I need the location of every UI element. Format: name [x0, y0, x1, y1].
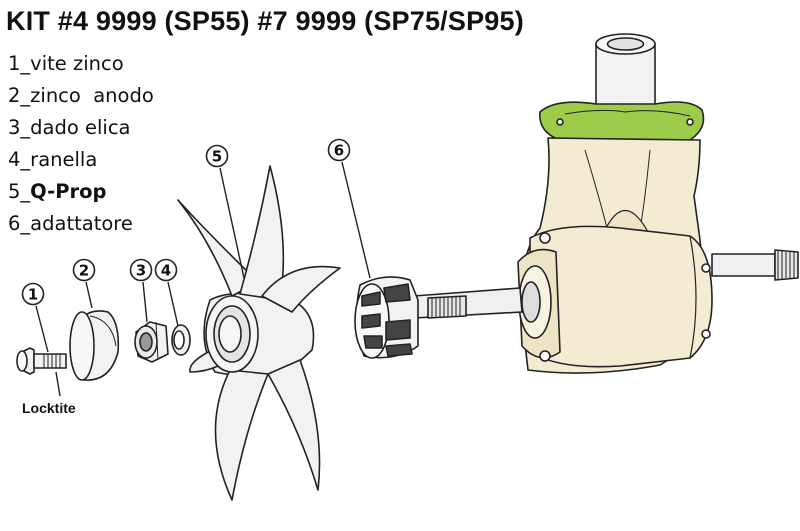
svg-text:4: 4: [161, 262, 171, 280]
leader-lines: [35, 161, 371, 397]
zinc-anode-part: [69, 310, 120, 381]
callout-5: 5: [205, 144, 229, 168]
svg-text:1: 1: [28, 286, 38, 304]
zinc-screw-part: [16, 347, 67, 375]
legend-item-4: 4_ranella: [8, 148, 98, 171]
adapter-part: [354, 276, 419, 359]
prop-nut-part: [134, 321, 169, 363]
washer-part: [171, 324, 191, 356]
callout-4: 4: [154, 258, 178, 282]
legend-item-6: 6_adattatore: [8, 212, 133, 235]
svg-text:6: 6: [334, 142, 344, 160]
legend-item-2: 2_zinco anodo: [8, 84, 154, 107]
svg-text:2: 2: [79, 262, 89, 280]
legend-item-5: 5_Q-Prop: [8, 180, 107, 203]
callout-3: 3: [129, 258, 153, 282]
q-prop-propeller: [177, 165, 341, 501]
svg-text:5: 5: [212, 148, 222, 166]
legend-item-1: 1_vite zinco: [8, 52, 124, 75]
callout-2: 2: [72, 258, 96, 282]
gearbox-housing: [517, 33, 799, 374]
callout-6: 6: [327, 138, 351, 162]
callout-1: 1: [21, 282, 45, 306]
legend-item-3: 3_dado elica: [8, 116, 131, 139]
svg-text:3: 3: [136, 262, 146, 280]
diagram-title: KIT #4 9999 (SP55) #7 9999 (SP75/SP95): [6, 6, 524, 36]
propeller-shaft: [413, 287, 523, 319]
locktite-note: Locktite: [22, 400, 76, 416]
parts-legend: 1_vite zinco 2_zinco anodo 3_dado elica …: [8, 48, 154, 240]
